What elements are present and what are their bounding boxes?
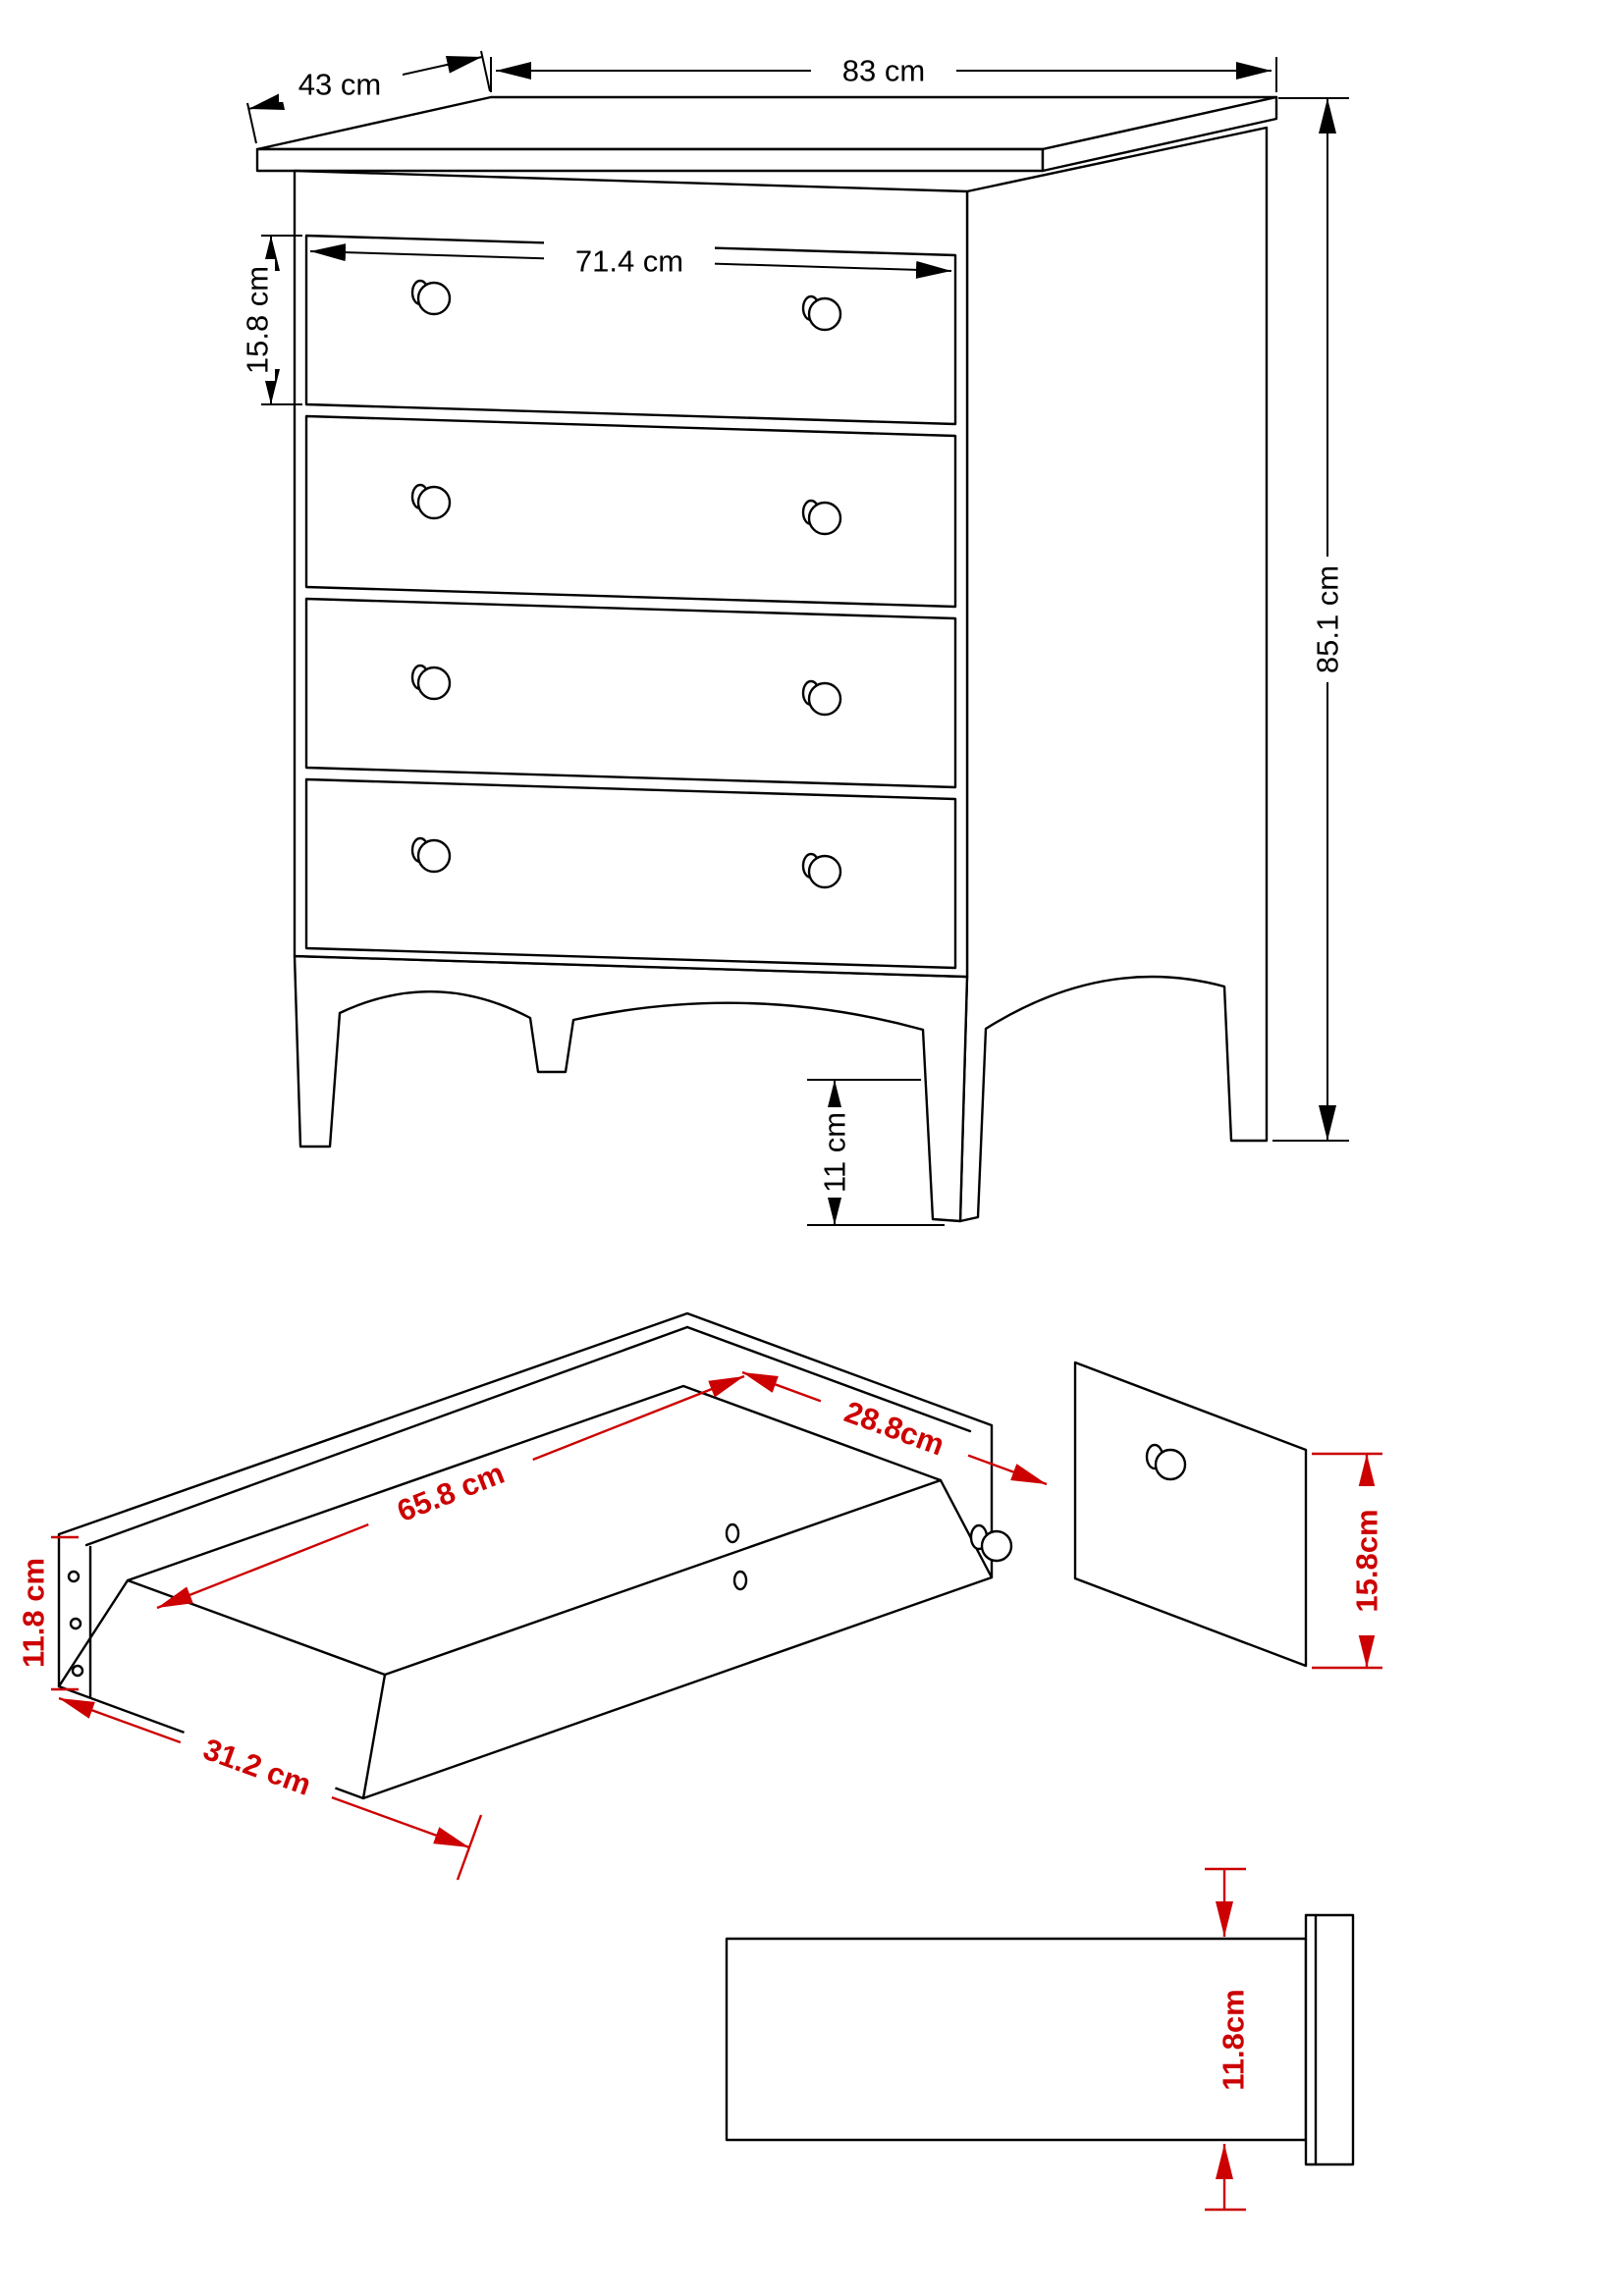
label-halo	[16, 1532, 51, 1693]
drawer-front-panel	[1073, 1361, 1308, 1668]
side-panel-section-view	[725, 1913, 1355, 2166]
label-halo	[175, 1723, 340, 1813]
dim-front-height-label-group: 15.8cm	[1349, 1486, 1384, 1635]
drawer-knob	[801, 294, 842, 332]
dim-drawer-height-label: 15.8 cm	[241, 266, 275, 374]
chest-front-base	[293, 954, 969, 1223]
chest-top-right-edge	[1041, 95, 1278, 173]
dim-side-height-label: 11.8 cm	[17, 1558, 51, 1668]
drawer-front-4	[304, 777, 957, 970]
screw-hole	[67, 1570, 81, 1583]
dim-front-height-label: 15.8cm	[1350, 1509, 1384, 1612]
drawer-knob	[410, 836, 452, 874]
side-panel-dimension	[1205, 1867, 1246, 2212]
drawer-knob	[410, 483, 452, 520]
dim-drawer-height-label-group: 15.8 cm	[240, 259, 275, 381]
label-halo	[361, 1443, 541, 1543]
label-halo	[544, 241, 715, 281]
drawer-knob	[410, 279, 452, 316]
extension-line	[456, 1814, 483, 1881]
dim-panel-height-label-group: 11.8cm	[1216, 1965, 1251, 2114]
drawer-knob	[801, 852, 842, 889]
chest-elevation-view	[255, 95, 1278, 1223]
label-halo	[240, 259, 275, 381]
label-halo	[814, 1384, 975, 1474]
front-panel-edge	[1304, 1913, 1355, 2166]
drawer-front-3	[304, 597, 957, 789]
drawer-knob	[801, 499, 842, 536]
dim-leg-height-label: 11 cm	[818, 1112, 852, 1193]
label-halo	[1349, 1486, 1384, 1635]
screw-hole	[69, 1617, 82, 1630]
label-halo	[279, 67, 403, 102]
drawer-knob	[1145, 1443, 1187, 1481]
screw-hole	[725, 1522, 740, 1544]
screw-hole	[71, 1664, 84, 1678]
side-panel-face	[725, 1937, 1308, 2142]
dim-panel-height-label: 11.8cm	[1217, 1989, 1251, 2090]
label-halo	[1310, 557, 1345, 682]
corner-edge	[57, 1578, 130, 1688]
label-halo	[811, 53, 956, 88]
drawer-knob	[801, 679, 842, 717]
dim-drawer-width-label: 71.4 cm	[575, 244, 683, 279]
label-halo	[1216, 1965, 1251, 2114]
chest-dimension-labels: 43 cm 83 cm 71.4 cm 15.8 cm 85.1 cm 11 c…	[240, 53, 1345, 1198]
drawer-knob	[969, 1523, 1013, 1563]
drawer-isometric-view	[57, 1311, 1308, 1800]
dim-leg-height-label-group: 11 cm	[817, 1107, 852, 1198]
dim-height-label: 85.1 cm	[1311, 565, 1345, 673]
drawer-knob	[410, 664, 452, 701]
label-halo	[817, 1107, 852, 1198]
chest-top-front-edge	[255, 147, 1045, 173]
dim-depth-label: 43 cm	[298, 68, 381, 102]
dim-height-label-group: 85.1 cm	[1310, 557, 1345, 682]
extension-line	[480, 50, 491, 92]
dim-width-label: 83 cm	[842, 54, 925, 88]
screw-hole	[732, 1570, 748, 1591]
drawer-front-2	[304, 414, 957, 609]
corner-edge	[939, 1478, 994, 1579]
chest-side-panel	[958, 126, 1269, 1223]
dim-side-height-label-group: 11.8 cm	[16, 1532, 51, 1693]
